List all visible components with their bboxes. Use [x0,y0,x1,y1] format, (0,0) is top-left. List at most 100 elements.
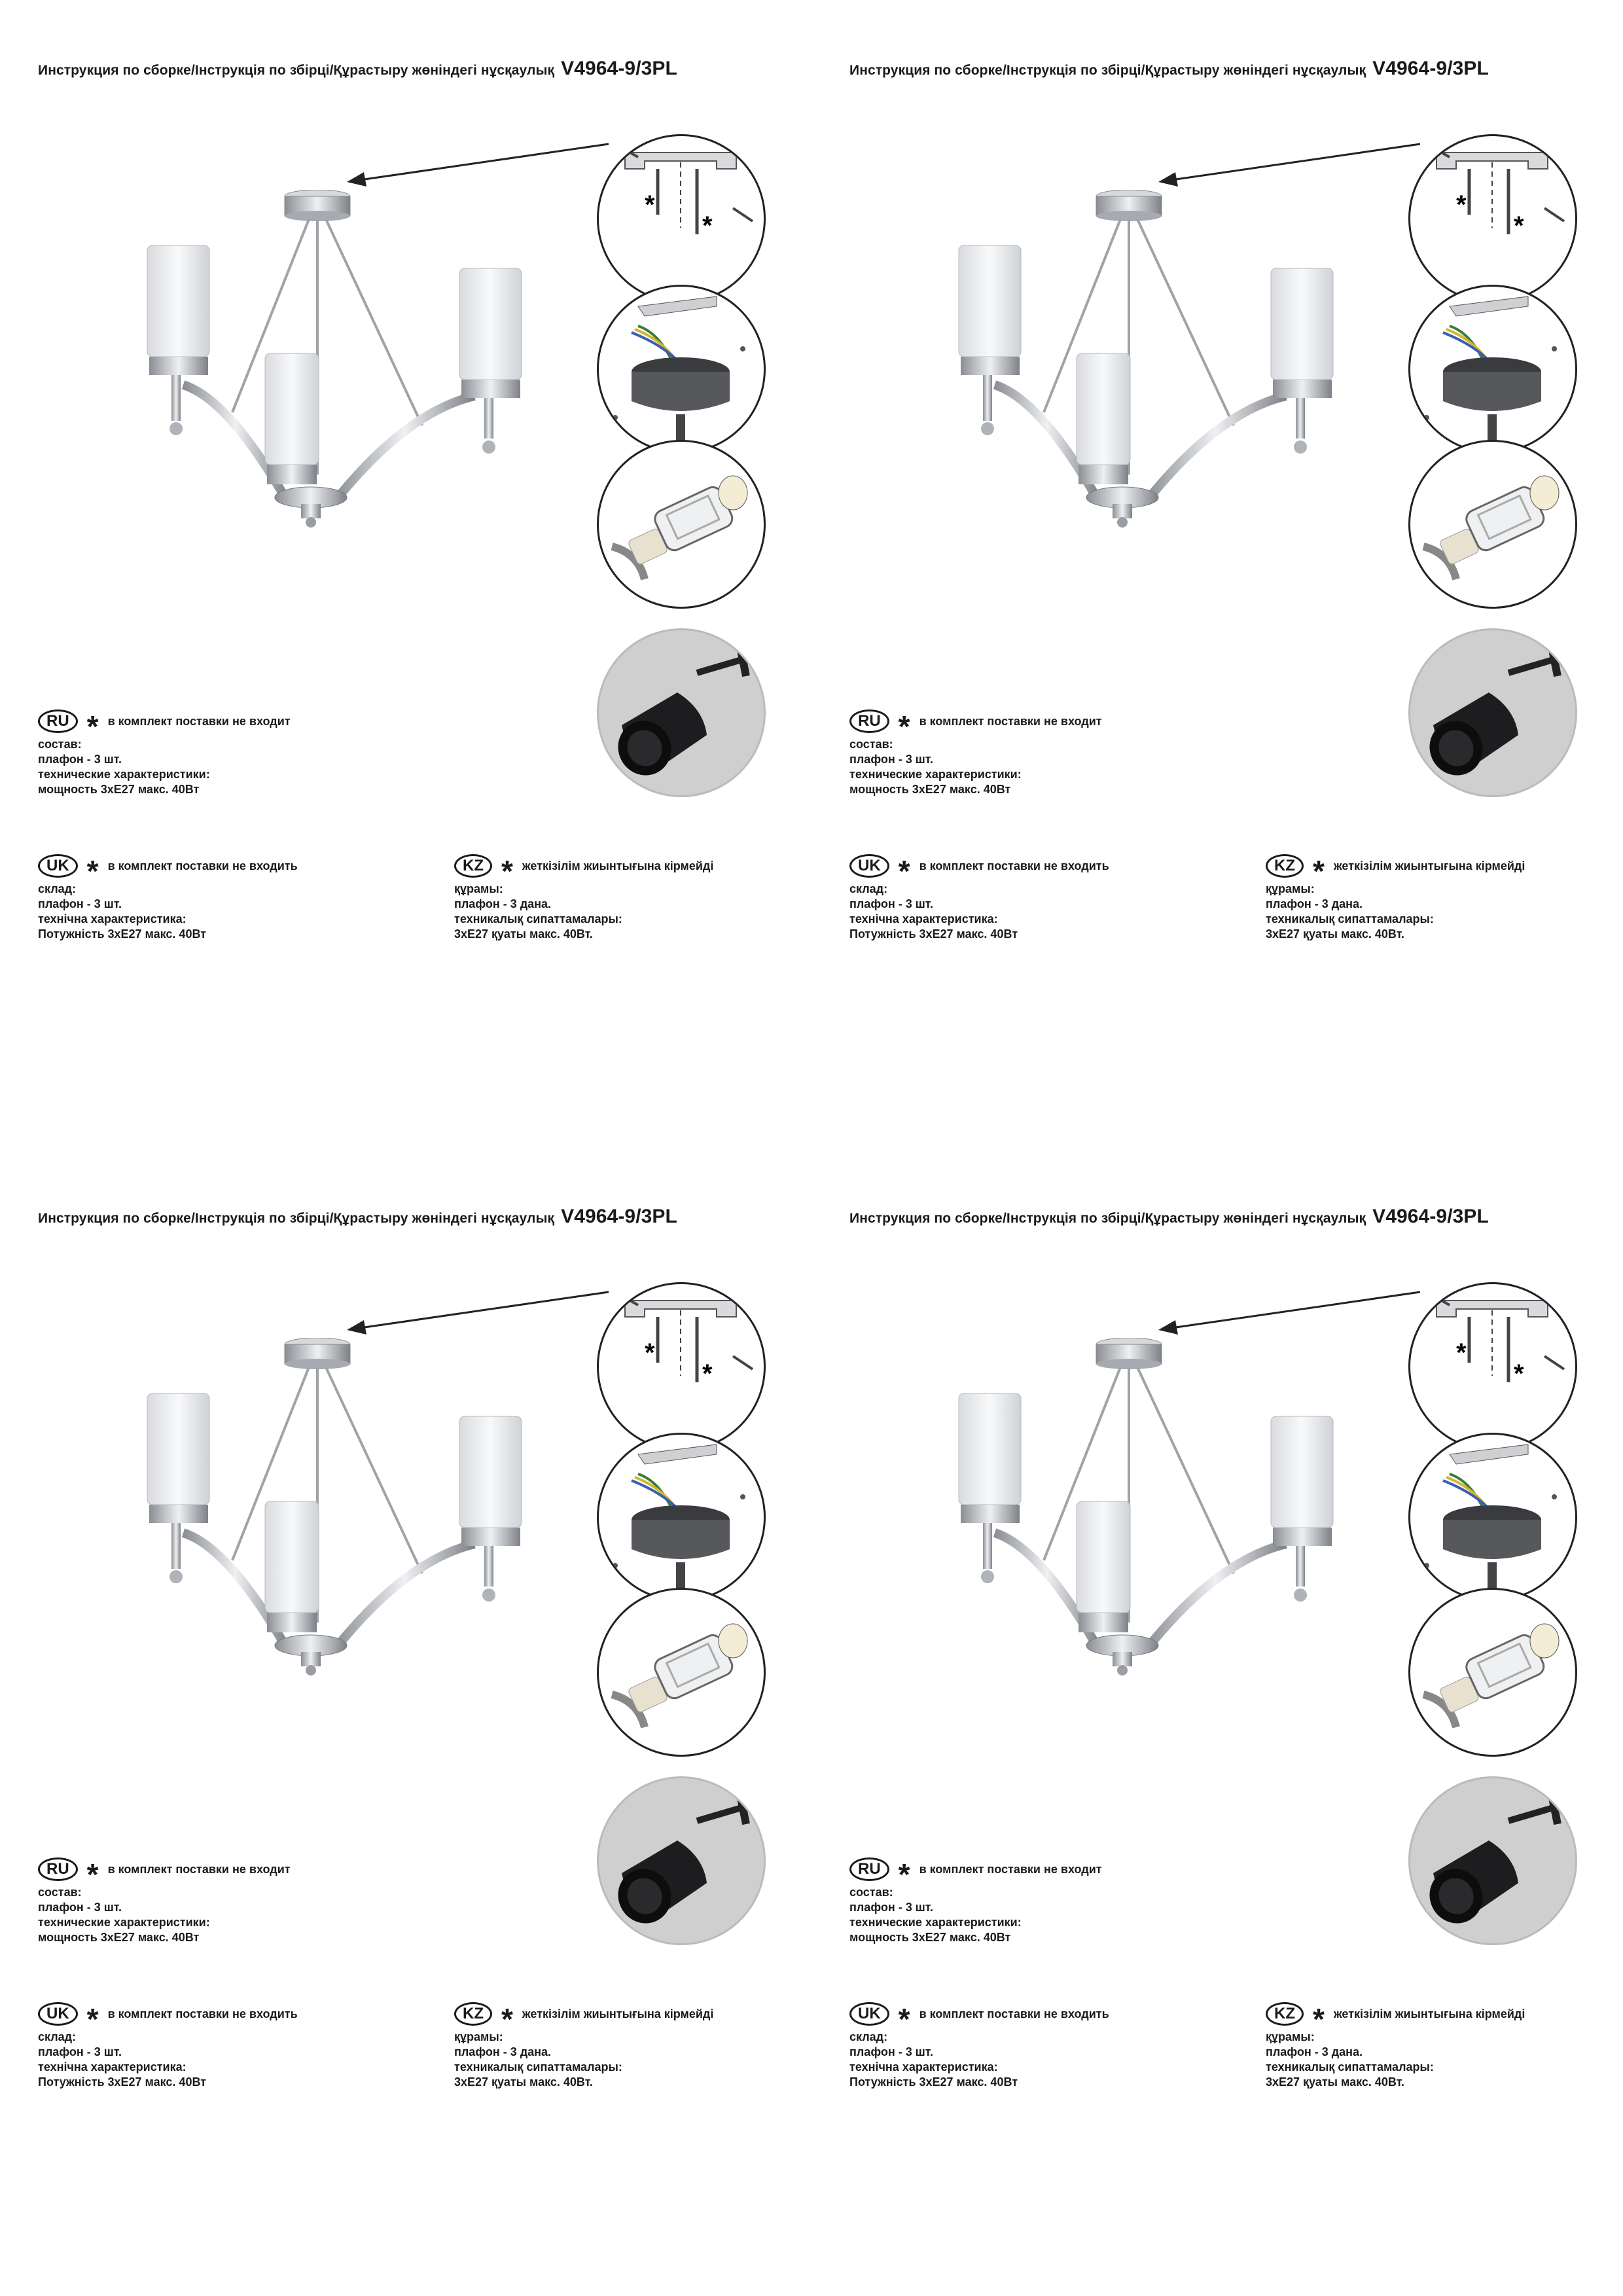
arrow-icon [1158,143,1421,187]
kz-line: 3хЕ27 қуаты макс. 40Вт. [454,927,593,941]
uk-line: Потужність 3хЕ27 макс. 40Вт [849,2075,1018,2089]
kz-line: 3хЕ27 қуаты макс. 40Вт. [1266,2075,1404,2089]
kz-line: техникалық сипаттамалары: [1266,912,1434,925]
model-number: V4964-9/3PL [1372,58,1489,79]
instruction-panel: Инструкция по сборке/Інструкція по збірц… [0,1148,812,2296]
arrow-icon [1158,1291,1421,1335]
ru-line: состав: [849,738,893,751]
uk-badge: UK [849,854,889,878]
kz-line: 3хЕ27 қуаты макс. 40Вт. [454,2075,593,2089]
kz-badge: KZ [1266,2002,1304,2026]
step-e27-socket [1408,628,1577,797]
ru-section: RU * в комплект поставки не входит соста… [849,708,1102,797]
title-text: Инструкция по сборке/Інструкція по збірц… [38,1211,555,1226]
ceiling-cup-wiring-icon [613,296,745,440]
ru-line: технические характеристики: [38,768,210,781]
step-e27-socket [597,1776,766,1945]
kz-section: KZ * жеткізілім жиынтығына кірмейді құра… [454,853,713,942]
asterisk-icon: * [898,1857,910,1892]
mounting-bracket-icon: * * [618,1293,754,1388]
step-mounting-bracket: * * [597,1282,766,1451]
step-e27-socket [1408,1776,1577,1945]
kz-line: плафон - 3 дана. [454,897,552,910]
ru-line: плафон - 3 шт. [38,1901,122,1914]
ru-line: технические характеристики: [38,1916,210,1929]
ru-line: мощность 3хЕ27 макс. 40Вт [849,1931,1011,1944]
instruction-title: Инструкция по сборке/Інструкція по збірц… [38,58,677,80]
kz-line: 3хЕ27 қуаты макс. 40Вт. [1266,927,1404,941]
uk-line: Потужність 3хЕ27 макс. 40Вт [38,927,207,941]
ru-badge: RU [849,709,889,733]
asterisk-icon: * [86,2002,99,2036]
uk-line: технічна характеристика: [38,2060,187,2073]
mounting-bracket-icon: * * [1429,145,1565,240]
instruction-panel: Инструкция по сборке/Інструкція по збірц… [0,0,812,1148]
ru-line: плафон - 3 шт. [849,1901,933,1914]
ru-line: состав: [849,1886,893,1899]
kz-badge: KZ [454,854,492,878]
ru-line: плафон - 3 шт. [38,753,122,766]
title-text: Инструкция по сборке/Інструкція по збірц… [38,63,555,78]
kz-line: құрамы: [1266,2030,1315,2043]
asterisk-icon: * [898,2002,910,2036]
step-mounting-bracket: * * [597,134,766,303]
e27-socket-icon [618,1790,750,1924]
ru-line: мощность 3хЕ27 макс. 40Вт [38,1931,200,1944]
uk-badge: UK [38,854,78,878]
ru-badge: RU [38,709,78,733]
kz-section: KZ * жеткізілім жиынтығына кірмейді құра… [1266,853,1525,942]
ru-section: RU * в комплект поставки не входит соста… [38,1856,291,1945]
step-ceiling-cup-wiring [597,1433,766,1602]
instruction-title: Инструкция по сборке/Інструкція по збірц… [849,1206,1489,1228]
asterisk-icon: * [86,854,99,888]
kz-line: плафон - 3 дана. [1266,2045,1363,2058]
uk-excluded-note: в комплект поставки не входить [107,859,298,872]
model-number: V4964-9/3PL [1372,1206,1489,1227]
uk-line: плафон - 3 шт. [38,897,122,910]
ru-line: плафон - 3 шт. [849,753,933,766]
kz-excluded-note: жеткізілім жиынтығына кірмейді [522,859,714,872]
step-bulb-install [597,1588,766,1757]
ru-badge: RU [849,1857,889,1881]
asterisk-icon: * [1313,2002,1325,2036]
ru-excluded-note: в комплект поставки не входит [107,1862,291,1876]
uk-line: склад: [849,2030,888,2043]
arrow-icon [347,1291,609,1335]
ru-excluded-note: в комплект поставки не входит [919,1862,1102,1876]
uk-line: склад: [38,882,77,895]
kz-line: техникалық сипаттамалары: [1266,2060,1434,2073]
uk-excluded-note: в комплект поставки не входить [919,2007,1109,2020]
mounting-bracket-icon: * * [1429,1293,1565,1388]
model-number: V4964-9/3PL [561,1206,677,1227]
ceiling-cup-wiring-icon [1424,1444,1557,1588]
step-e27-socket [597,628,766,797]
step-ceiling-cup-wiring [1408,1433,1577,1602]
uk-line: технічна характеристика: [38,912,187,925]
kz-line: техникалық сипаттамалары: [454,2060,622,2073]
asterisk-icon: * [86,1857,99,1892]
uk-badge: UK [38,2002,78,2026]
kz-excluded-note: жеткізілім жиынтығына кірмейді [1333,2007,1525,2020]
uk-line: Потужність 3хЕ27 макс. 40Вт [38,2075,207,2089]
svg-text:*: * [1514,211,1524,240]
chandelier-image [147,1338,522,1676]
chandelier-image [958,1338,1334,1676]
uk-section: UK * в комплект поставки не входить скла… [38,853,298,942]
uk-section: UK * в комплект поставки не входить скла… [849,853,1109,942]
uk-line: плафон - 3 шт. [849,2045,933,2058]
title-text: Инструкция по сборке/Інструкція по збірц… [849,63,1366,78]
ru-excluded-note: в комплект поставки не входит [107,714,291,728]
uk-excluded-note: в комплект поставки не входить [107,2007,298,2020]
ru-line: мощность 3хЕ27 макс. 40Вт [849,783,1011,796]
step-mounting-bracket: * * [1408,134,1577,303]
ru-excluded-note: в комплект поставки не входит [919,714,1102,728]
kz-section: KZ * жеткізілім жиынтығына кірмейді құра… [1266,2001,1525,2090]
e27-socket-icon [618,642,750,776]
step-ceiling-cup-wiring [1408,285,1577,454]
svg-text:*: * [1514,1359,1524,1388]
asterisk-icon: * [898,709,910,744]
uk-excluded-note: в комплект поставки не входить [919,859,1109,872]
kz-line: техникалық сипаттамалары: [454,912,622,925]
uk-badge: UK [849,2002,889,2026]
svg-text:*: * [645,1338,655,1367]
